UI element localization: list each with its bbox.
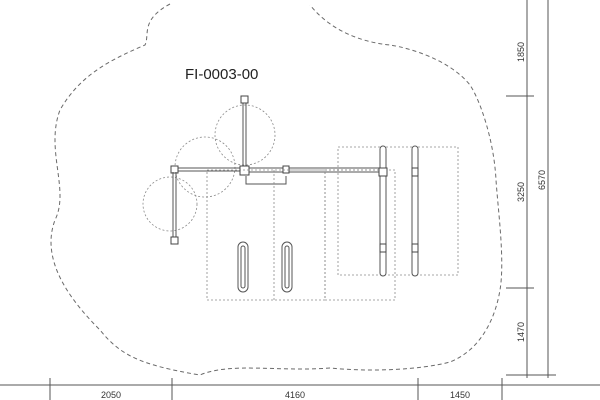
swing-circle-left <box>142 176 198 232</box>
central-hub <box>239 165 250 176</box>
dim-bottom-left: 2050 <box>101 390 121 400</box>
dimension-chain-right: 1850 3250 1470 6570 <box>506 0 556 378</box>
dim-right-top: 1850 <box>516 42 526 62</box>
drawing-title: FI-0003-00 <box>185 66 258 83</box>
rotating-arms <box>142 95 276 245</box>
dim-bottom-middle: 4160 <box>285 390 305 400</box>
vertical-bar-2 <box>411 145 419 277</box>
dimension-chain-bottom: 2050 4160 1450 <box>0 378 600 400</box>
arm-end-cap-left <box>170 165 179 174</box>
beam-joint <box>282 165 290 174</box>
safety-zone-outline <box>50 3 503 376</box>
dim-right-bottom: 1470 <box>516 322 526 342</box>
beam-handle <box>245 176 287 185</box>
swing-circle-middle <box>174 136 236 198</box>
arm-end-cap-top <box>240 95 249 104</box>
arm-end-cap-bottom <box>170 236 179 245</box>
vertical-bar-1 <box>378 145 388 277</box>
dim-bottom-right: 1450 <box>450 390 470 400</box>
dim-right-total: 6570 <box>537 170 547 190</box>
swing-circle-top <box>214 104 276 166</box>
panel-zone-right <box>337 146 459 276</box>
dim-right-middle: 3250 <box>516 182 526 202</box>
